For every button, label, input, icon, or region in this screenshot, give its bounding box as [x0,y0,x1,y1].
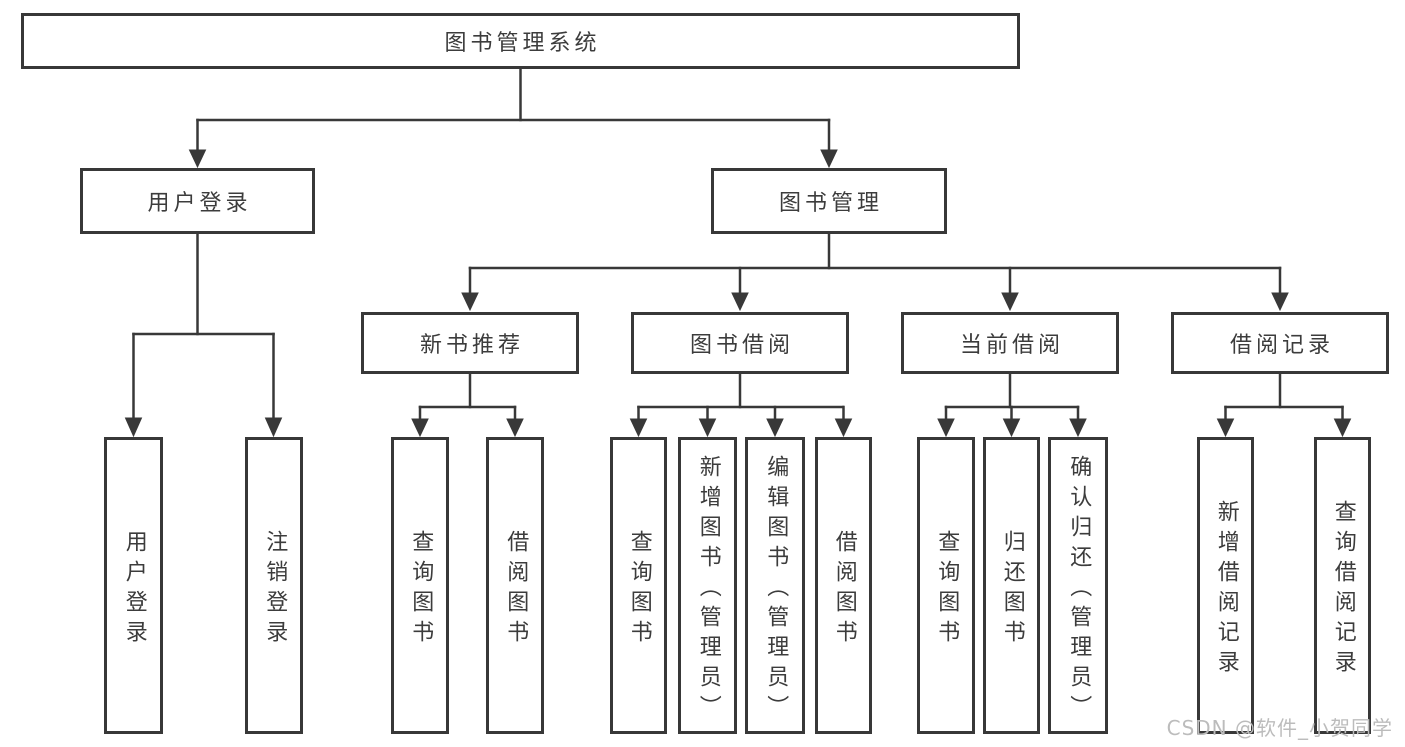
leaf-current-return-books-label: 归还图书 [999,529,1025,650]
connector-bookborrow-to-leaves [629,374,853,438]
leaf-recommend-query-books: 查询图书 [391,437,449,734]
connector-currentborrow-to-leaves [937,374,1087,438]
leaf-login-user-login-label: 用户登录 [121,529,147,650]
leaf-records-add-record: 新增借阅记录 [1197,437,1254,734]
node-current-borrow-label: 当前借阅 [959,333,1064,358]
leaf-borrow-borrow-books: 借阅图书 [815,437,872,734]
node-book-borrow: 图书借阅 [631,312,849,374]
node-borrow-records: 借阅记录 [1171,312,1389,374]
connector-login-to-leaves [124,234,283,438]
leaf-records-add-record-label: 新增借阅记录 [1213,499,1239,680]
leaf-records-query-record: 查询借阅记录 [1314,437,1371,734]
node-book-management: 图书管理 [711,168,947,234]
leaf-borrow-edit-books-admin: 编辑图书（管理员） [745,437,805,734]
leaf-records-query-record-label: 查询借阅记录 [1330,499,1356,680]
leaf-borrow-borrow-books-label: 借阅图书 [831,529,857,650]
node-current-borrow: 当前借阅 [901,312,1119,374]
node-new-book-recommend: 新书推荐 [361,312,579,374]
leaf-borrow-edit-books-admin-label: 编辑图书（管理员） [763,454,789,725]
node-user-login-label: 用户登录 [147,191,252,216]
node-new-book-recommend-label: 新书推荐 [419,333,524,358]
leaf-login-logout-label: 注销登录 [262,529,288,650]
leaf-login-user-login: 用户登录 [104,437,163,734]
connector-mgmt-to-level3 [461,234,1289,312]
leaf-recommend-borrow-books: 借阅图书 [486,437,544,734]
node-borrow-records-label: 借阅记录 [1229,333,1334,358]
leaf-current-query-books-label: 查询图书 [934,529,960,650]
node-root-label: 图书管理系统 [444,31,601,56]
node-book-management-label: 图书管理 [778,191,883,216]
leaf-current-confirm-return-admin-label: 确认归还（管理员） [1066,454,1092,725]
connector-root-to-level2 [188,69,838,169]
leaf-current-confirm-return-admin: 确认归还（管理员） [1048,437,1108,734]
leaf-borrow-query-books: 查询图书 [610,437,667,734]
leaf-borrow-add-books-admin: 新增图书（管理员） [678,437,737,734]
node-user-login: 用户登录 [80,168,315,234]
leaf-borrow-query-books-label: 查询图书 [626,529,652,650]
leaf-borrow-add-books-admin-label: 新增图书（管理员） [695,454,721,725]
leaf-recommend-query-books-label: 查询图书 [408,529,434,650]
leaf-current-query-books: 查询图书 [917,437,975,734]
leaf-recommend-borrow-books-label: 借阅图书 [503,529,529,650]
watermark: CSDN @软件_小贺同学 [1166,716,1393,740]
node-root: 图书管理系统 [21,13,1020,69]
connector-newbooks-to-leaves [411,374,524,438]
node-book-borrow-label: 图书借阅 [689,333,794,358]
leaf-login-logout: 注销登录 [245,437,303,734]
leaf-current-return-books: 归还图书 [983,437,1040,734]
connector-records-to-leaves [1216,374,1352,438]
